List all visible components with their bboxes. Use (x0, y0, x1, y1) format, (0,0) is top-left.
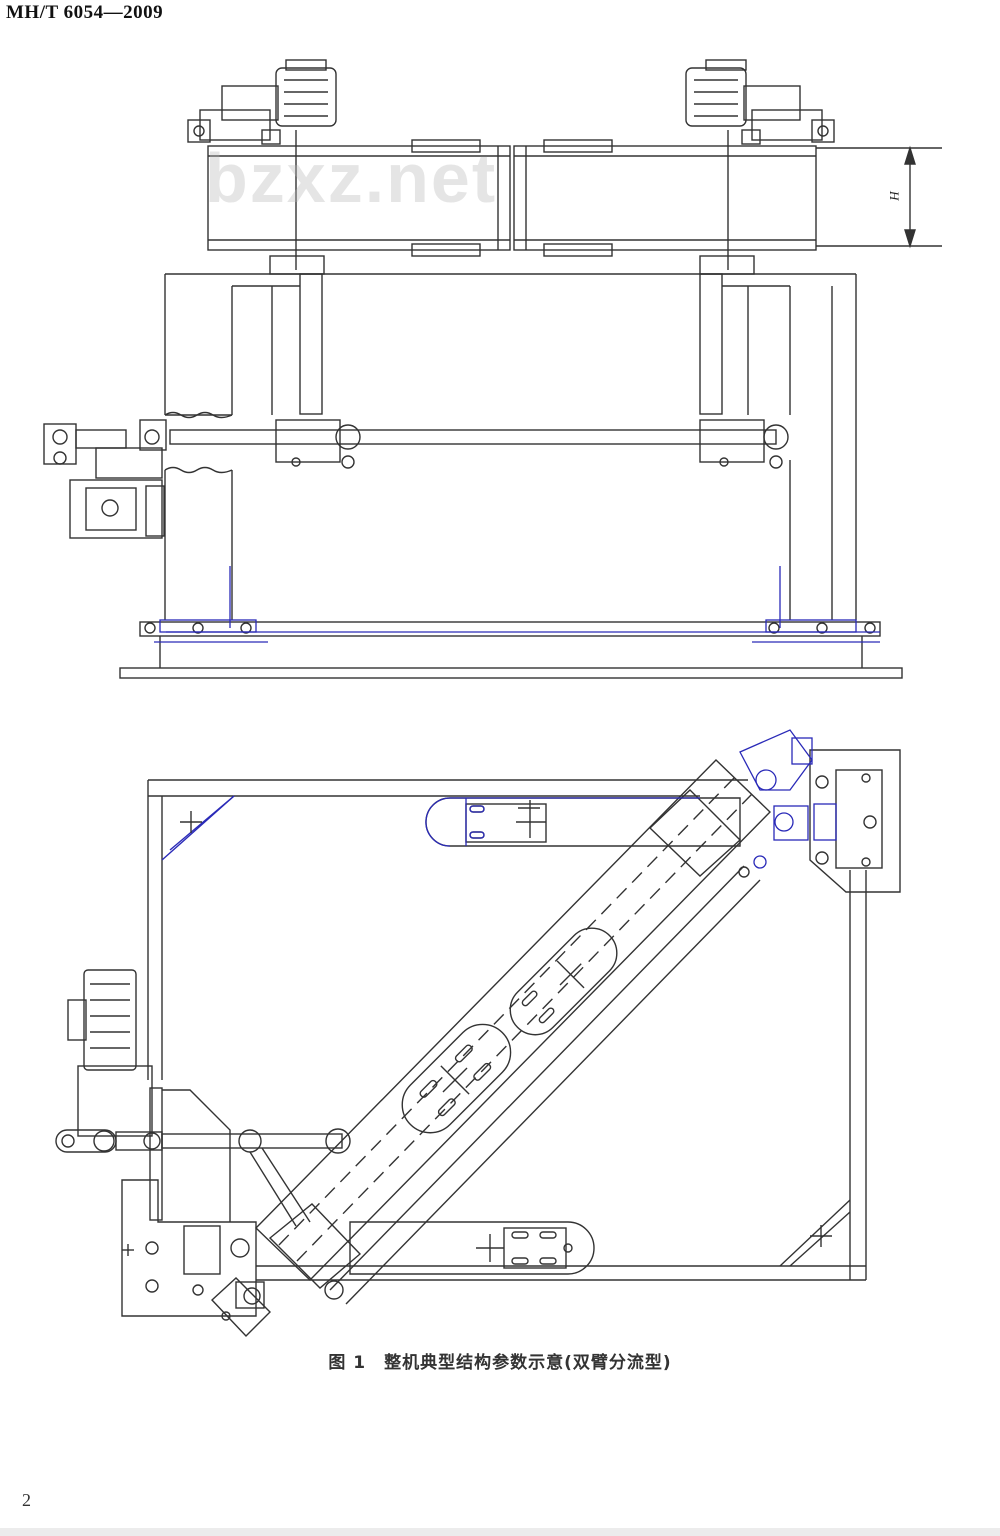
standard-code: MH/T 6054—2009 (6, 2, 164, 23)
figure-caption: 图 1 整机典型结构参数示意(双臂分流型) (328, 1353, 672, 1373)
plan-drive-motor (67, 969, 231, 1222)
lower-end-motor (211, 1277, 271, 1338)
diagonal-conveyor (255, 759, 771, 1305)
page-number: 2 (22, 1490, 31, 1510)
left-actuator (43, 419, 167, 539)
plan-linkage (55, 1128, 351, 1227)
plan-view (55, 729, 901, 1338)
left-drive-motor (187, 59, 337, 145)
watermark: bzxz.net (205, 139, 498, 217)
dimension-label-h: H (886, 191, 902, 201)
lower-diverter-arm (349, 1221, 595, 1275)
lower-mount-bracket (121, 1179, 257, 1317)
front-elevation-view (43, 59, 942, 679)
upper-diverter-arm (425, 797, 741, 847)
page-bottom-edge (0, 1528, 1000, 1536)
height-dimension (816, 145, 942, 249)
support-frame (164, 255, 857, 620)
machine-base (119, 621, 903, 679)
diagonal-plates (401, 927, 618, 1134)
right-drive-motor (685, 59, 835, 145)
belt-housing (207, 130, 817, 270)
plan-frame (147, 779, 867, 1281)
cross-linkage (169, 419, 789, 469)
upper-mount-bracket (809, 749, 901, 893)
